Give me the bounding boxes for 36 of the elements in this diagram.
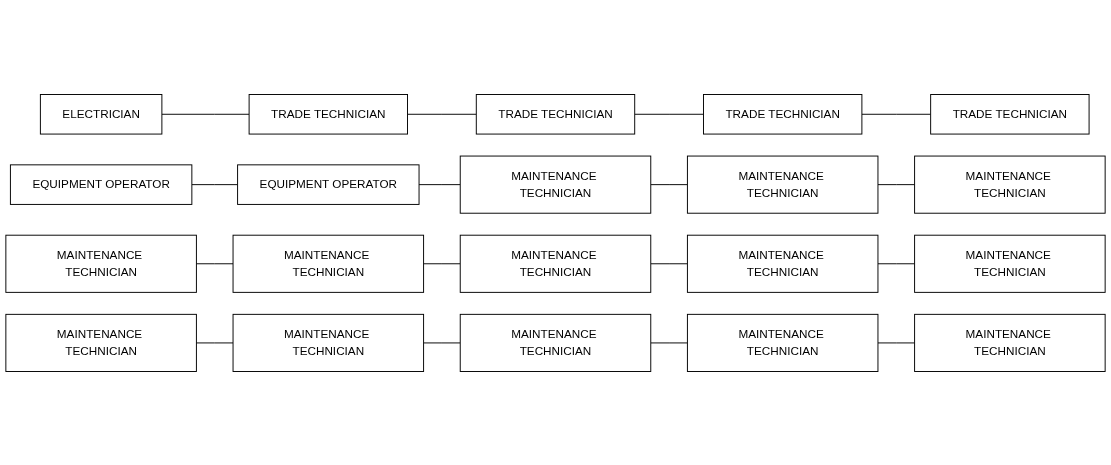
connector xyxy=(423,341,461,343)
connector xyxy=(407,113,477,115)
node-box: TRADE TECHNICIAN xyxy=(703,93,863,135)
connector xyxy=(650,183,688,185)
connector xyxy=(191,183,239,185)
node-box: MAINTENANCE TECHNICIAN xyxy=(914,313,1106,372)
connector xyxy=(195,341,234,343)
node-box: TRADE TECHNICIAN xyxy=(475,93,636,135)
node-box: MAINTENANCE TECHNICIAN xyxy=(5,234,197,293)
connector xyxy=(650,341,688,343)
node-box: TRADE TECHNICIAN xyxy=(248,93,408,135)
connector xyxy=(195,262,234,264)
node-box: EQUIPMENT OPERATOR xyxy=(237,163,420,205)
node-box: MAINTENANCE TECHNICIAN xyxy=(686,234,879,293)
connector xyxy=(877,262,916,264)
connector xyxy=(634,113,704,115)
node-box: MAINTENANCE TECHNICIAN xyxy=(914,234,1106,293)
connector xyxy=(861,113,932,115)
connector xyxy=(423,262,461,264)
connector xyxy=(161,113,250,115)
node-box: MAINTENANCE TECHNICIAN xyxy=(232,234,425,293)
node-box: EQUIPMENT OPERATOR xyxy=(9,163,193,205)
connector xyxy=(418,183,461,185)
connector xyxy=(650,262,688,264)
node-box: MAINTENANCE TECHNICIAN xyxy=(686,313,879,372)
node-box: ELECTRICIAN xyxy=(39,93,163,135)
connector xyxy=(877,183,916,185)
node-box: MAINTENANCE TECHNICIAN xyxy=(232,313,425,372)
node-box: TRADE TECHNICIAN xyxy=(930,93,1090,135)
node-box: MAINTENANCE TECHNICIAN xyxy=(459,234,652,293)
node-box: MAINTENANCE TECHNICIAN xyxy=(914,155,1106,214)
node-box: MAINTENANCE TECHNICIAN xyxy=(459,313,652,372)
node-box: MAINTENANCE TECHNICIAN xyxy=(459,155,652,214)
connector xyxy=(877,341,916,343)
node-box: MAINTENANCE TECHNICIAN xyxy=(686,155,879,214)
node-box: MAINTENANCE TECHNICIAN xyxy=(5,313,197,372)
